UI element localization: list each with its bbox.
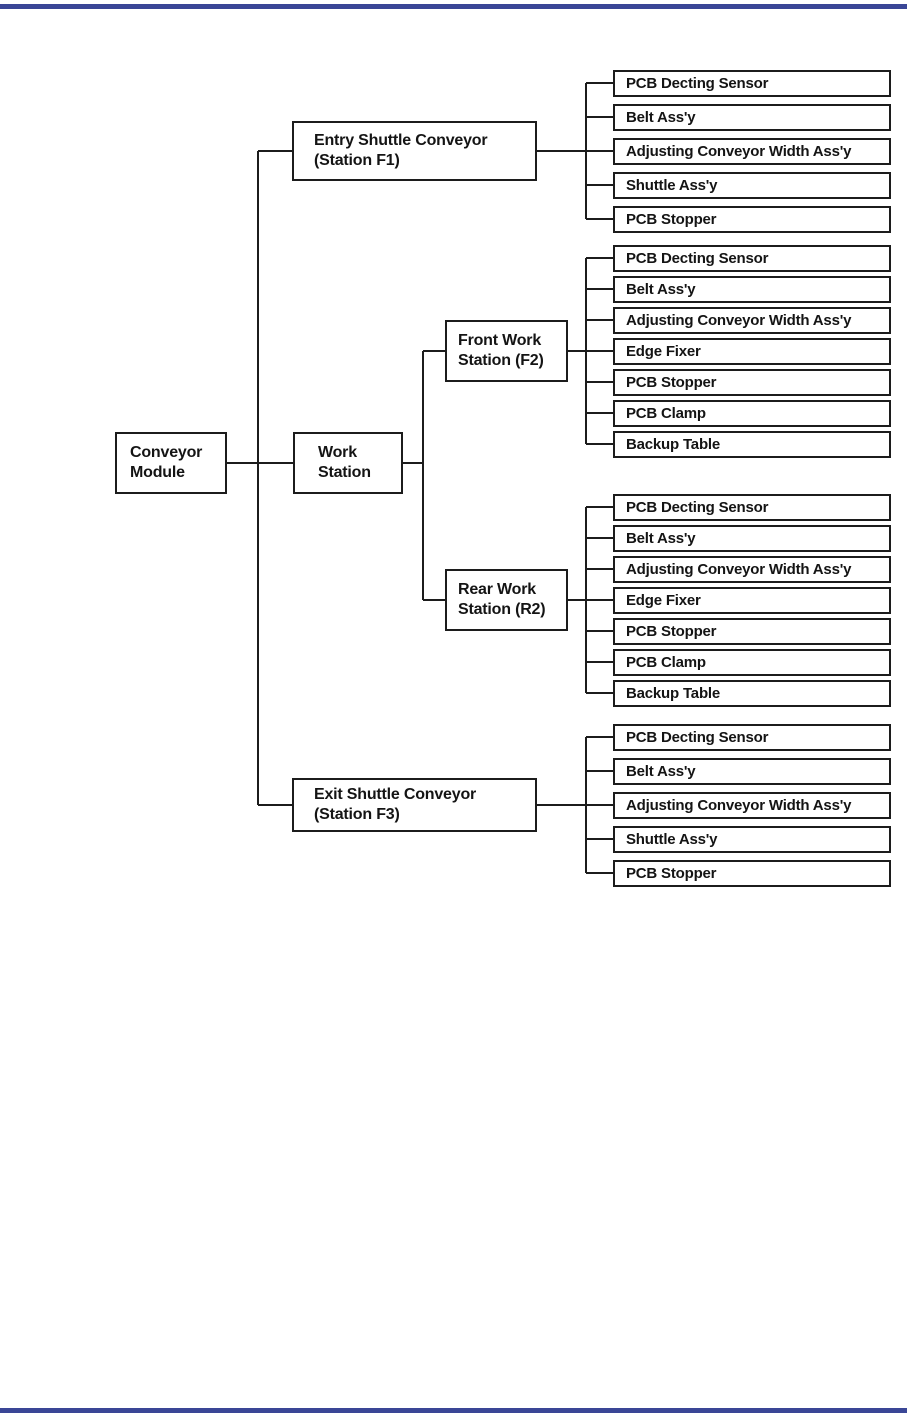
leaf-exit-pcb-decting-sensor: PCB Decting Sensor bbox=[613, 724, 891, 751]
leaf-front-pcb-stopper: PCB Stopper bbox=[613, 369, 891, 396]
leaf-exit-shuttle-assy: Shuttle Ass'y bbox=[613, 826, 891, 853]
node-label-line2: Station (F2) bbox=[458, 352, 544, 369]
leaf-front-edge-fixer: Edge Fixer bbox=[613, 338, 891, 365]
node-label-line1: Rear Work bbox=[458, 581, 536, 598]
node-label-line1: Exit Shuttle Conveyor bbox=[314, 786, 477, 803]
leaf-rear-edge-fixer: Edge Fixer bbox=[613, 587, 891, 614]
leaf-rear-adjusting-conveyor-width-assy: Adjusting Conveyor Width Ass'y bbox=[613, 556, 891, 583]
node-label-line1: Conveyor bbox=[130, 444, 203, 461]
leaf-front-pcb-decting-sensor: PCB Decting Sensor bbox=[613, 245, 891, 272]
leaf-entry-belt-assy: Belt Ass'y bbox=[613, 104, 891, 131]
leaf-rear-pcb-clamp: PCB Clamp bbox=[613, 649, 891, 676]
leaf-front-belt-assy: Belt Ass'y bbox=[613, 276, 891, 303]
node-entry-shuttle-conveyor: Entry Shuttle Conveyor (Station F1) bbox=[292, 121, 537, 181]
leaf-entry-pcb-stopper: PCB Stopper bbox=[613, 206, 891, 233]
node-conveyor-module: Conveyor Module bbox=[115, 432, 227, 494]
leaf-exit-adjusting-conveyor-width-assy: Adjusting Conveyor Width Ass'y bbox=[613, 792, 891, 819]
node-label-line2: Station bbox=[318, 464, 371, 481]
node-work-station: Work Station bbox=[293, 432, 403, 494]
leaf-exit-pcb-stopper: PCB Stopper bbox=[613, 860, 891, 887]
leaf-exit-belt-assy: Belt Ass'y bbox=[613, 758, 891, 785]
leaf-rear-belt-assy: Belt Ass'y bbox=[613, 525, 891, 552]
leaf-entry-pcb-decting-sensor: PCB Decting Sensor bbox=[613, 70, 891, 97]
node-label-line2: Station (R2) bbox=[458, 601, 546, 618]
node-label-line1: Front Work bbox=[458, 332, 542, 349]
node-front-work-station: Front Work Station (F2) bbox=[445, 320, 568, 382]
leaf-front-adjusting-conveyor-width-assy: Adjusting Conveyor Width Ass'y bbox=[613, 307, 891, 334]
top-rule bbox=[0, 4, 907, 9]
leaf-front-backup-table: Backup Table bbox=[613, 431, 891, 458]
node-label-line2: Module bbox=[130, 464, 185, 481]
node-exit-shuttle-conveyor: Exit Shuttle Conveyor (Station F3) bbox=[292, 778, 537, 832]
node-rear-work-station: Rear Work Station (R2) bbox=[445, 569, 568, 631]
node-label-line1: Work bbox=[318, 444, 357, 461]
node-label-line1: Entry Shuttle Conveyor bbox=[314, 132, 488, 149]
leaf-front-pcb-clamp: PCB Clamp bbox=[613, 400, 891, 427]
leaf-rear-backup-table: Backup Table bbox=[613, 680, 891, 707]
leaf-entry-adjusting-conveyor-width-assy: Adjusting Conveyor Width Ass'y bbox=[613, 138, 891, 165]
node-label-line2: (Station F1) bbox=[314, 152, 400, 169]
leaf-rear-pcb-decting-sensor: PCB Decting Sensor bbox=[613, 494, 891, 521]
leaf-entry-shuttle-assy: Shuttle Ass'y bbox=[613, 172, 891, 199]
bottom-rule bbox=[0, 1408, 907, 1413]
node-label-line2: (Station F3) bbox=[314, 806, 400, 823]
leaf-rear-pcb-stopper: PCB Stopper bbox=[613, 618, 891, 645]
